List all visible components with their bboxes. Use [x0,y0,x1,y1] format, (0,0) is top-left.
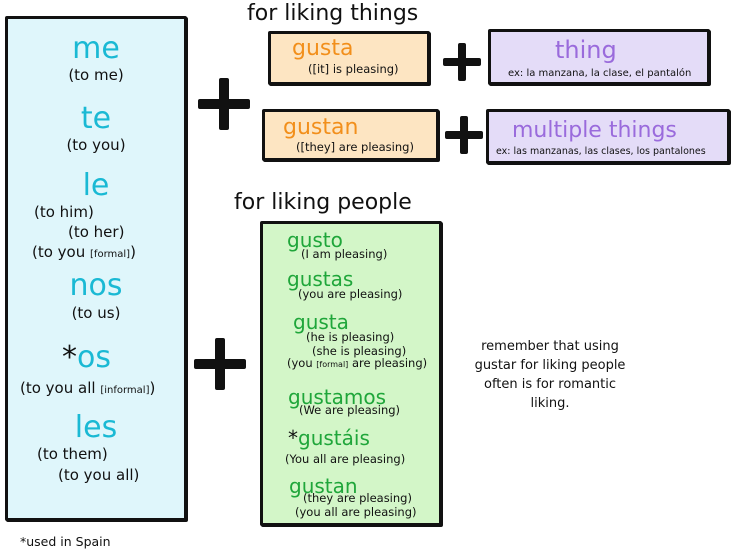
gloss-gustan: ([they] are pleasing) [296,140,414,154]
pronoun-box [5,16,187,521]
verb-gustais: *gustáis [288,426,370,450]
gloss-gustan-you-all: (you all are pleasing) [295,505,417,519]
pronoun-os: *os [62,340,111,375]
gloss-gusta: ([it] is pleasing) [308,62,399,76]
gustan-box [262,109,439,161]
gloss-gusta-you-formal: (you [formal] are pleasing) [287,356,428,370]
plus-icon [445,116,483,154]
pronoun-te: te [80,101,112,136]
people-heading: for liking people [234,190,412,215]
pronoun-me: me [72,31,120,66]
people-box [260,221,442,526]
gloss-le-her: (to her) [68,223,125,241]
gloss-gustas: (you are pleasing) [298,287,403,301]
verb-gusta-people: gusta [293,310,349,334]
multiple-things-word: multiple things [512,118,677,143]
gloss-te: (to you) [66,136,126,154]
gloss-gustan-they: (they are pleasing) [303,491,412,505]
plus-icon [198,78,250,130]
plus-icon [194,338,246,390]
pronoun-les: les [74,410,118,445]
plus-icon [443,43,481,81]
verb-gustamos: gustamos [288,385,387,409]
gloss-os: (to you all [informal]) [20,379,156,397]
thing-word: thing [555,36,617,64]
multiple-things-box [486,109,730,164]
gloss-gustais: (You all are pleasing) [285,452,406,466]
verb-gusta: gusta [292,36,354,61]
verb-gusto: gusto [287,228,343,252]
gloss-les-you-all: (to you all) [58,466,140,484]
thing-example: ex: la manzana, la clase, el pantalón [508,68,692,79]
gloss-gustamos: (We are pleasing) [299,403,401,417]
gloss-me: (to me) [68,66,124,84]
gloss-gusto: (I am pleasing) [301,247,388,261]
romantic-note: remember that using gustar for liking pe… [474,339,626,411]
gloss-gusta-he: (he is pleasing) [306,330,395,344]
verb-gustan-people: gustan [289,474,358,498]
gloss-les-them: (to them) [37,445,108,463]
thing-box [488,29,710,85]
gusta-box [268,31,430,85]
verb-gustas: gustas [287,267,354,291]
gloss-gusta-she: (she is pleasing) [312,344,407,358]
pronoun-le: le [82,168,110,203]
verb-gustan: gustan [283,115,359,140]
gloss-nos: (to us) [71,304,121,322]
multiple-things-example: ex: las manzanas, las clases, los pantal… [496,146,706,157]
gloss-le-him: (to him) [34,203,94,221]
pronoun-nos: nos [69,268,123,303]
footnote: *used in Spain [20,534,111,549]
things-heading: for liking things [247,1,419,26]
gloss-le-you-formal: (to you [formal]) [32,243,136,261]
